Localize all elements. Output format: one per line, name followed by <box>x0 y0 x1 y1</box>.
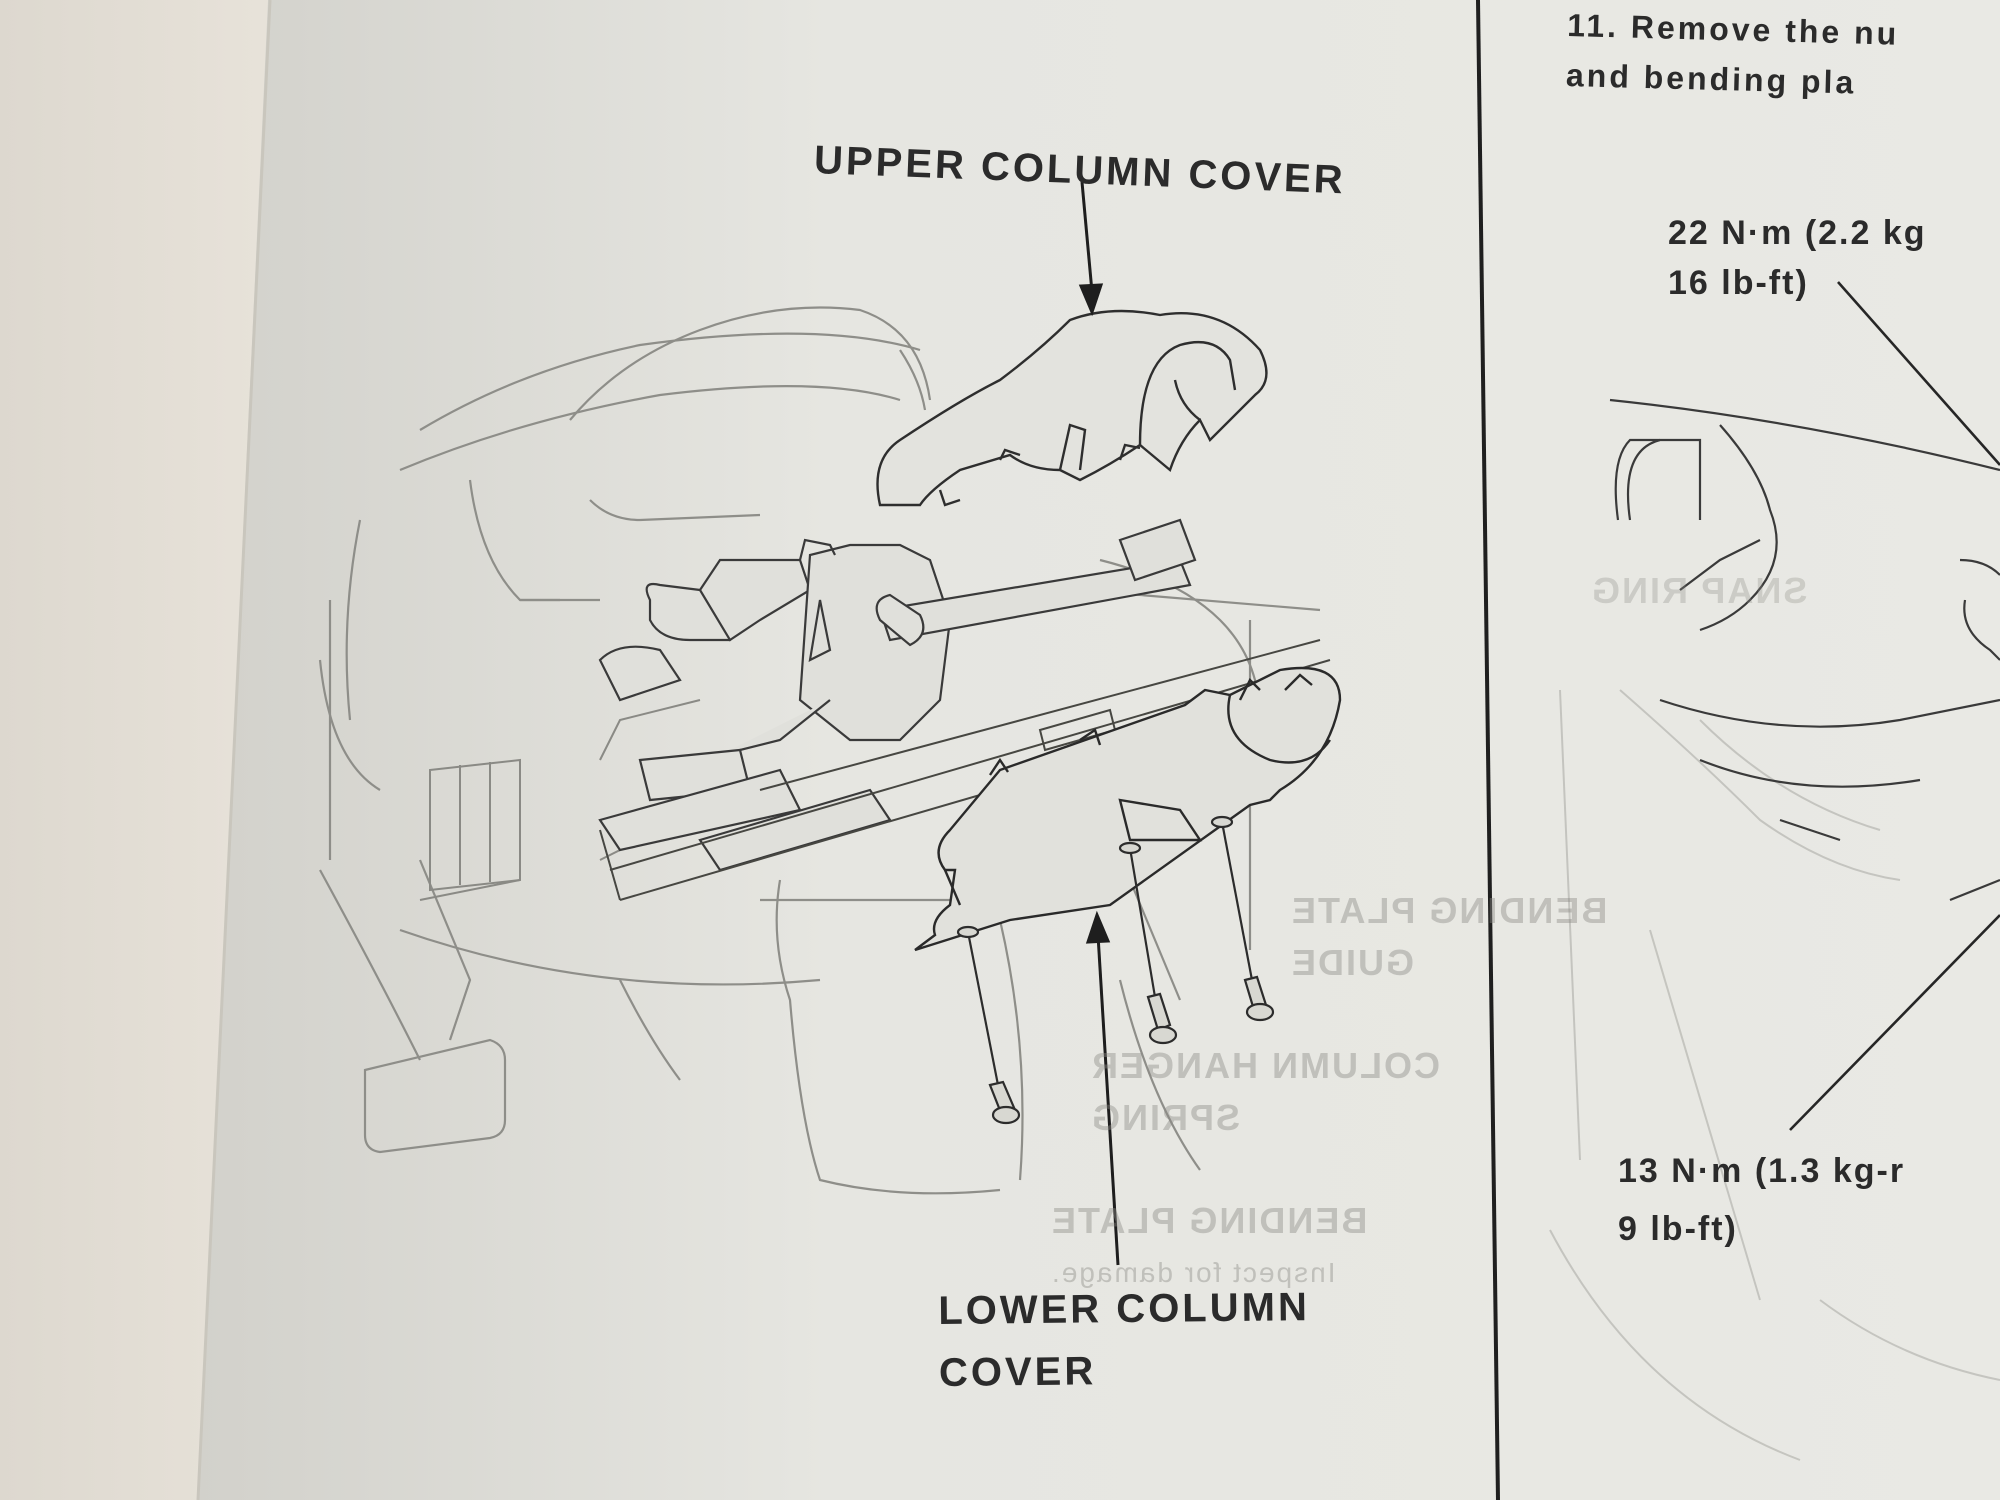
screws <box>956 815 1275 1125</box>
torque-leader-lower <box>1789 914 2000 1131</box>
torque-spec-lower: 13 N·m (1.3 kg-r 9 lb-ft) <box>1618 1142 1905 1258</box>
torque-spec-upper-line1: 22 N·m (2.2 kg <box>1668 214 1927 252</box>
brake-pedal <box>363 859 507 1154</box>
bleed-through-text: BENDING PLATE <box>1290 890 1608 931</box>
torque-spec-lower-line1: 13 N·m (1.3 kg-r <box>1618 1152 1906 1190</box>
step-11-line2: and bending pla <box>1565 56 1857 101</box>
bleed-through-text: COLUMN HANGER <box>1090 1045 1440 1086</box>
step-11-line1: 11. Remove the nu <box>1566 6 1900 52</box>
bleed-through-snap-ring: SNAP RING <box>1590 570 1808 611</box>
bleed-through-text: Inspect for damage. <box>1050 1257 1336 1288</box>
page-gutter-edge <box>196 0 272 1500</box>
bleed-through-linework <box>1549 689 2000 1461</box>
lower-column-cover-drawing <box>914 666 1342 952</box>
bleed-through-text: SPRING <box>1090 1097 1241 1138</box>
bleed-through-text: BENDING PLATE <box>1050 1200 1368 1241</box>
bleed-through-bending-plate-guide: BENDING PLATE GUIDE <box>1290 885 1607 989</box>
torque-spec-upper: 22 N·m (2.2 kg 16 lb-ft) <box>1668 208 1927 308</box>
column-divider <box>1476 0 1500 1500</box>
torque-leader-upper <box>1837 281 2000 466</box>
steering-column-assembly <box>598 518 1197 872</box>
bleed-through-bending-plate: BENDING PLATE Inspect for damage. <box>1050 1195 1367 1299</box>
callout-arrows <box>1078 181 1120 1266</box>
right-partial-diagram <box>1609 398 2000 902</box>
bleed-through-text: GUIDE <box>1290 942 1415 983</box>
step-11-text: 11. Remove the nu and bending pla <box>1565 0 1900 109</box>
torque-spec-upper-line2: 16 lb-ft) <box>1668 264 1809 302</box>
lower-column-cover-label-line2: COVER <box>938 1349 1097 1395</box>
bleed-through-column-hanger-spring: COLUMN HANGER SPRING <box>1090 1040 1440 1144</box>
torque-spec-lower-line2: 9 lb-ft) <box>1618 1210 1738 1248</box>
upper-column-cover-drawing <box>876 309 1268 507</box>
